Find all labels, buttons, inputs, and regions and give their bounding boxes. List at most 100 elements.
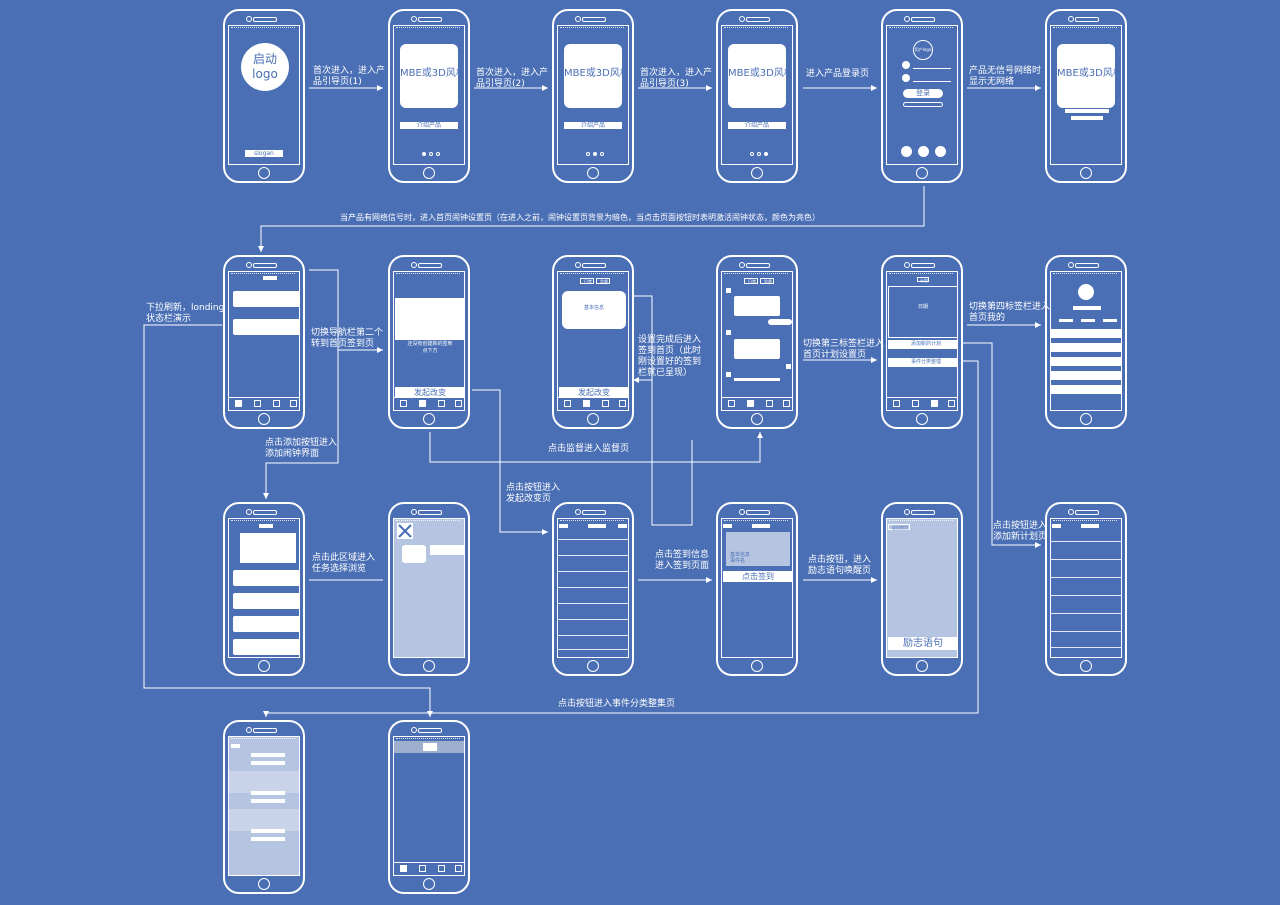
info-panel[interactable]: 基本信息 事件名 xyxy=(726,532,790,566)
tab-daily[interactable]: 日常 xyxy=(744,278,758,284)
password-field[interactable] xyxy=(913,81,951,82)
list-row[interactable] xyxy=(558,603,628,604)
tab-plan[interactable] xyxy=(931,400,938,407)
stat-item[interactable] xyxy=(1081,319,1095,322)
intro-button[interactable]: 介绍产品 xyxy=(564,122,622,129)
intro-button[interactable]: 介绍产品 xyxy=(400,122,458,129)
alarm-card[interactable] xyxy=(233,319,299,335)
action-toggle[interactable] xyxy=(768,319,792,325)
list-row[interactable] xyxy=(558,587,628,588)
tab-supervise[interactable]: 监督 xyxy=(596,278,610,284)
stat-item[interactable] xyxy=(1059,319,1073,322)
page-dot-active xyxy=(422,152,426,156)
tab-signin[interactable] xyxy=(583,400,590,407)
tab-me[interactable] xyxy=(290,400,297,407)
info-card[interactable]: 基本信息 xyxy=(562,291,626,329)
list-row[interactable] xyxy=(558,649,628,650)
option-row[interactable] xyxy=(233,639,299,655)
tab-signin[interactable] xyxy=(419,865,426,872)
close-icon[interactable] xyxy=(397,523,413,539)
list-row[interactable] xyxy=(558,539,628,540)
annotation-no-signal: 产品无信号网络时 显示无网络 xyxy=(969,66,1042,87)
menu-row[interactable] xyxy=(1051,329,1121,338)
tab-plan[interactable] xyxy=(438,400,445,407)
list-row[interactable] xyxy=(558,619,628,620)
list-row[interactable] xyxy=(558,555,628,556)
annotation-first-entry-1: 首次进入，进入产 品引导页(1) xyxy=(313,66,386,87)
alarm-card[interactable] xyxy=(233,291,299,307)
tab-supervise[interactable]: 监督 xyxy=(760,278,774,284)
tab-me[interactable] xyxy=(619,400,626,407)
style-card: MBE或3D风格 xyxy=(400,44,464,108)
intro-button[interactable]: 介绍产品 xyxy=(728,122,786,129)
menu-row[interactable] xyxy=(1051,385,1121,394)
motto-bar[interactable]: 励志语句 xyxy=(888,637,957,650)
add-plan-phone xyxy=(1045,502,1127,676)
motto-wake-phone: 返回首页 励志语句 xyxy=(881,502,963,676)
tab-plan[interactable] xyxy=(273,400,280,407)
tab-me[interactable] xyxy=(455,865,462,872)
change-button[interactable]: 发起改变 xyxy=(395,387,464,397)
task-card[interactable] xyxy=(402,545,426,563)
tab-signin[interactable] xyxy=(254,400,261,407)
tab-daily[interactable]: 日常 xyxy=(580,278,594,284)
list-row[interactable] xyxy=(1051,541,1121,542)
tab-alarm[interactable] xyxy=(400,865,407,872)
back-home-link[interactable]: 返回首页 xyxy=(888,524,910,530)
list-row[interactable] xyxy=(558,635,628,636)
third-party-icon[interactable] xyxy=(901,146,912,157)
message-bubble[interactable] xyxy=(734,296,780,316)
back-icon[interactable] xyxy=(559,524,568,528)
tab-plan[interactable] xyxy=(602,400,609,407)
list-row[interactable] xyxy=(1051,595,1121,596)
tab-alarm[interactable] xyxy=(728,400,735,407)
back-icon[interactable] xyxy=(231,744,240,748)
login-button[interactable]: 登录 xyxy=(903,89,943,98)
list-row[interactable] xyxy=(1051,647,1121,648)
stat-item[interactable] xyxy=(1103,319,1117,322)
tab-me[interactable] xyxy=(455,400,462,407)
back-home-label: 返回首页 xyxy=(892,525,908,530)
list-row[interactable] xyxy=(1051,631,1121,632)
change-button[interactable]: 发起改变 xyxy=(559,387,628,397)
menu-row[interactable] xyxy=(1051,343,1121,352)
third-party-icon[interactable] xyxy=(935,146,946,157)
calendar-area[interactable]: 日期 xyxy=(888,286,957,338)
menu-row[interactable] xyxy=(1051,371,1121,380)
add-plan-button[interactable]: 添加新的计划 xyxy=(888,340,957,349)
option-row[interactable] xyxy=(233,570,299,586)
tab-plan[interactable] xyxy=(766,400,773,407)
back-icon[interactable] xyxy=(1052,524,1061,528)
list-row[interactable] xyxy=(558,571,628,572)
event-sort-button[interactable]: 事件分类整理 xyxy=(888,358,957,367)
tab-me[interactable] xyxy=(783,400,790,407)
tab-alarm[interactable] xyxy=(564,400,571,407)
register-link[interactable] xyxy=(903,102,943,107)
avatar xyxy=(726,288,731,293)
tab-signin[interactable] xyxy=(419,400,426,407)
username-field[interactable] xyxy=(913,68,951,69)
change-page-phone xyxy=(552,502,634,676)
done-icon[interactable] xyxy=(618,524,627,528)
tab-alarm[interactable] xyxy=(235,400,242,407)
time-picker-area[interactable] xyxy=(240,533,296,563)
tab-signin[interactable] xyxy=(747,400,754,407)
option-row[interactable] xyxy=(233,616,299,632)
option-row[interactable] xyxy=(233,593,299,609)
third-party-icon[interactable] xyxy=(918,146,929,157)
tab-alarm[interactable] xyxy=(893,400,900,407)
list-row[interactable] xyxy=(1051,577,1121,578)
back-icon[interactable] xyxy=(723,524,732,528)
page-dot xyxy=(429,152,433,156)
menu-row[interactable] xyxy=(1051,357,1121,366)
tab-plan[interactable] xyxy=(438,865,445,872)
tab-alarm[interactable] xyxy=(400,400,407,407)
list-row[interactable] xyxy=(1051,613,1121,614)
tab-daily-label: 日常 xyxy=(748,279,756,284)
list-row[interactable] xyxy=(1051,559,1121,560)
tab-me[interactable] xyxy=(948,400,955,407)
message-bubble[interactable] xyxy=(734,339,780,359)
tab-signin[interactable] xyxy=(912,400,919,407)
signin-button[interactable]: 点击签到 xyxy=(723,571,792,582)
